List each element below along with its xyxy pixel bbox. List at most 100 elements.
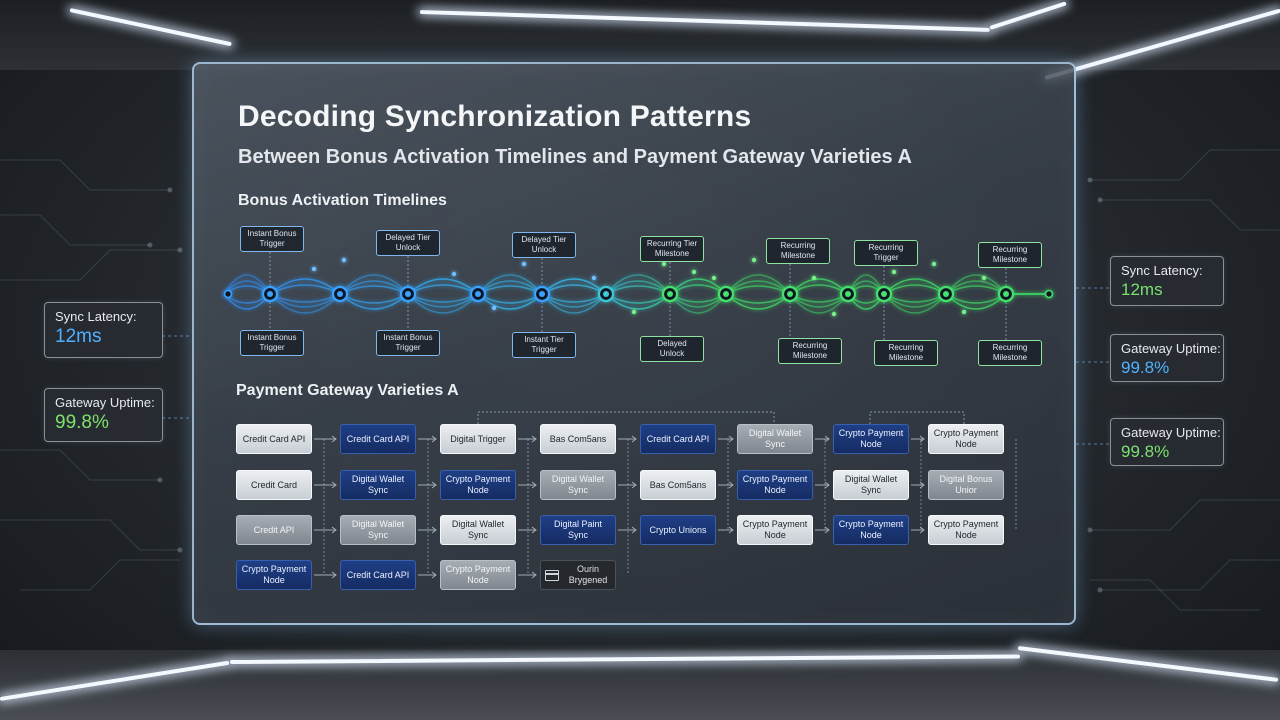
flow-arrow — [911, 481, 925, 489]
gateway-node[interactable]: Crypto Payment Node — [833, 424, 909, 454]
gateway-node[interactable]: Digital Wallet Sync — [340, 515, 416, 545]
flow-arrow — [518, 571, 537, 579]
timeline-node-core — [723, 291, 729, 297]
gateway-node[interactable]: Credit Card — [236, 470, 312, 500]
timeline-particle — [751, 257, 757, 263]
flow-arrow — [815, 435, 830, 443]
flow-arrow — [618, 526, 637, 534]
timeline-label-top: Recurring Trigger — [854, 240, 918, 266]
card-icon — [545, 569, 559, 581]
gateway-node[interactable]: Crypto Payment Node — [737, 470, 813, 500]
timeline-label-top: Recurring Milestone — [766, 238, 830, 264]
gateway-node[interactable]: Bas Com5ans — [540, 424, 616, 454]
gateway-node[interactable]: Crypto Payment Node — [737, 515, 813, 545]
timeline-particle — [521, 261, 527, 267]
gateway-node[interactable]: Credit Card API — [340, 560, 416, 590]
timeline-node — [223, 289, 233, 299]
gateway-node[interactable]: Crypto Payment Node — [928, 424, 1004, 454]
flow-arrow — [718, 481, 734, 489]
gateway-node-label: Digital Wallet Sync — [351, 519, 405, 540]
gateway-node[interactable]: Ourin Brygened — [540, 560, 616, 590]
gateway-node[interactable]: Credit Card API — [236, 424, 312, 454]
gateway-node[interactable]: Digital Wallet Sync — [340, 470, 416, 500]
gateway-node[interactable]: Crypto Unions — [640, 515, 716, 545]
timeline-particle — [961, 309, 967, 315]
gateway-node[interactable]: Crypto Payment Node — [928, 515, 1004, 545]
gateway-node[interactable]: Digital Wallet Sync — [737, 424, 813, 454]
flow-arrow — [418, 481, 437, 489]
gateway-node[interactable]: Credit API — [236, 515, 312, 545]
timeline-particle — [711, 275, 717, 281]
gateway-node-label: Crypto Unions — [649, 524, 707, 535]
flow-arrow — [418, 435, 437, 443]
gateway-node-label: Bas Com5ans — [549, 433, 607, 444]
flow-arrow — [718, 435, 734, 443]
timeline-particle — [591, 275, 597, 281]
timeline-particle — [341, 257, 347, 263]
timeline-node-core — [787, 291, 793, 297]
timeline-particle — [831, 311, 837, 317]
metric-label: Gateway Uptime: — [1121, 341, 1221, 356]
timeline-particle — [811, 275, 817, 281]
gateway-node[interactable]: Digital Paint Sync — [540, 515, 616, 545]
gateway-node[interactable]: Digital Wallet Sync — [833, 470, 909, 500]
metric-card-right-sync-latency: Sync Latency: 12ms — [1110, 256, 1224, 306]
timeline-label-bottom: Instant Bonus Trigger — [240, 330, 304, 356]
gateway-node[interactable]: Crypto Payment Node — [833, 515, 909, 545]
timeline-particle — [491, 305, 497, 311]
section-heading-payment: Payment Gateway Varieties A — [236, 382, 459, 399]
timeline-node-core — [943, 291, 949, 297]
metric-label: Gateway Uptime: — [1121, 425, 1221, 440]
gateway-node-label: Credit API — [253, 524, 295, 535]
gateway-node[interactable]: Credit Card API — [340, 424, 416, 454]
timeline-particle — [451, 271, 457, 277]
gateway-node-label: Credit Card — [250, 479, 297, 490]
metric-card-right-gateway-uptime-2: Gateway Uptime: 99.8% — [1110, 418, 1224, 466]
gateway-node[interactable]: Digital Wallet Sync — [540, 470, 616, 500]
gateway-node-label: Crypto Payment Node — [838, 519, 904, 540]
gateway-node-label: Digital Wallet Sync — [551, 474, 605, 495]
timeline-node-core — [603, 291, 609, 297]
metric-label: Sync Latency: — [1121, 263, 1203, 278]
gateway-node[interactable]: Crypto Payment Node — [440, 470, 516, 500]
flow-arrow — [718, 526, 734, 534]
timeline-label-bottom: Instant Tier Trigger — [512, 332, 576, 358]
gateway-node-label: Crypto Payment Node — [445, 564, 511, 585]
gateway-node-label: Digital Wallet Sync — [451, 519, 505, 540]
floor — [0, 650, 1280, 720]
flow-arrow — [518, 481, 537, 489]
timeline-label-top: Delayed Tier Unlock — [512, 232, 576, 258]
gateway-node-label: Ourin Brygened — [568, 564, 608, 585]
gateway-node[interactable]: Crypto Payment Node — [440, 560, 516, 590]
timeline-particle — [631, 309, 637, 315]
gateway-node[interactable]: Bas Com5ans — [640, 470, 716, 500]
gateway-node-label: Digital Wallet Sync — [844, 474, 898, 495]
gateway-node-label: Credit Card API — [646, 433, 710, 444]
metric-value: 12ms — [55, 326, 102, 347]
gateway-node[interactable]: Digital Bonus Unior — [928, 470, 1004, 500]
metric-value: 99.8% — [1121, 358, 1170, 377]
gateway-node[interactable]: Credit Card API — [640, 424, 716, 454]
flow-arrow — [815, 481, 830, 489]
gateway-node[interactable]: Crypto Payment Node — [236, 560, 312, 590]
gateway-node[interactable]: Digital Wallet Sync — [440, 515, 516, 545]
timeline-node-core — [539, 291, 545, 297]
timeline-particle — [931, 261, 937, 267]
gateway-node-label: Crypto Payment Node — [933, 428, 999, 449]
gateway-node-label: Credit Card API — [242, 433, 306, 444]
gateway-node-label: Bas Com5ans — [649, 479, 707, 490]
gateway-node-label: Credit Card API — [346, 569, 410, 580]
timeline-particle — [311, 266, 317, 272]
bonus-timeline-graphic — [223, 252, 1054, 340]
metric-value: 99.8% — [55, 412, 109, 433]
dashboard-panel: Decoding Synchronization Patterns Betwee… — [192, 62, 1076, 625]
timeline-node-core — [667, 291, 673, 297]
gateway-node-label: Digital Bonus Unior — [939, 474, 993, 495]
timeline-node-core — [267, 291, 273, 297]
metric-card-left-gateway-uptime: Gateway Uptime: 99.8% — [44, 388, 163, 442]
flow-arrow — [314, 526, 337, 534]
flow-loop-connector — [869, 411, 965, 424]
gateway-node-label: Crypto Payment Node — [445, 474, 511, 495]
gateway-node[interactable]: Digital Trigger — [440, 424, 516, 454]
flow-arrow — [618, 435, 637, 443]
